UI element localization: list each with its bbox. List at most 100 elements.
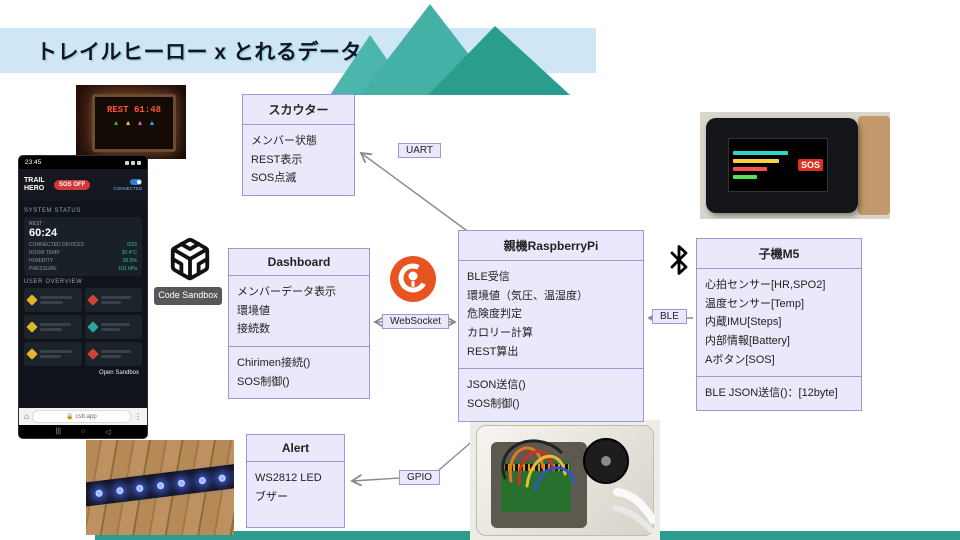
user-overview-heading: USER OVERVIEW	[24, 279, 83, 285]
scouter-box: スカウター メンバー状態 REST表示 SOS点滅	[242, 94, 355, 197]
home-icon[interactable]: ⌂	[24, 411, 29, 421]
m5-attr: 温度センサー[Temp]	[705, 297, 805, 310]
raspberrypi-box: 親機RaspberryPi BLE受信 環境値（気圧、温湿度） 危険度判定 カロ…	[458, 230, 644, 422]
enclosure-box	[476, 425, 655, 536]
phone-app-header: TRAIL HERO SOS OFF CONNECTED	[19, 169, 147, 201]
phone-status-icons	[125, 160, 141, 165]
m5-strap	[858, 116, 890, 215]
lock-icon: 🔒	[66, 414, 74, 420]
scouter-screen: REST 61:48 ▲ ▲ ▲ ▲	[92, 94, 176, 152]
m5-screen: SOS	[728, 138, 828, 192]
stat-row: CONNECTED DEVICES 0/15	[29, 242, 137, 248]
nav-tabs-icon[interactable]: |||	[55, 428, 61, 435]
page-title: トレイルヒーロー x とれるデータ	[36, 40, 362, 64]
cooling-fan	[583, 438, 629, 484]
chirimen-logo-icon	[390, 256, 436, 302]
nav-home-icon[interactable]: ○	[80, 428, 86, 435]
indicator-triangle: ▲	[136, 120, 144, 127]
dashboard-method: SOS制御()	[237, 375, 290, 388]
dashboard-attr: 環境値	[237, 304, 270, 317]
stat-label: CONNECTED DEVICES	[29, 242, 85, 248]
scouter-box-title: スカウター	[243, 95, 354, 125]
open-sandbox-link[interactable]: Open Sandbox	[98, 370, 139, 376]
stat-row: ROOM TEMP 30.4°C	[29, 250, 137, 256]
websocket-label: WebSocket	[382, 314, 449, 329]
member-card[interactable]	[84, 315, 142, 339]
phone-nav-bar[interactable]: ||| ○ ◁	[19, 425, 147, 438]
address-pill[interactable]: 🔒 csb.app	[31, 410, 131, 423]
led-strip-photo	[86, 440, 234, 535]
scouter-rest-readout: REST 61:48	[106, 105, 161, 115]
ble-label: BLE	[652, 309, 687, 324]
mountain-illustration	[330, 4, 570, 95]
ws2812-strip	[86, 460, 234, 508]
m5-box: 子機M5 心拍センサー[HR,SPO2] 温度センサー[Temp] 内蔵IMU[…	[696, 238, 862, 412]
m5-method: BLE JSON送信()：[12byte]	[705, 387, 838, 400]
m5-sensor-readout-lines	[733, 143, 794, 187]
m5-attr: 内蔵IMU[Steps]	[705, 316, 782, 329]
alert-box: Alert WS2812 LED ブザー	[246, 434, 345, 528]
raspberrypi-attr: カロリー計算	[467, 327, 533, 340]
sos-off-badge[interactable]: SOS OFF	[54, 180, 91, 190]
led-dot	[136, 483, 145, 492]
m5-attr: 心拍センサー[HR,SPO2]	[705, 279, 826, 291]
stat-label: ROOM TEMP	[29, 250, 60, 256]
member-diamond-icon	[86, 348, 99, 360]
bluetooth-icon	[670, 245, 688, 275]
scouter-member-indicators: ▲ ▲ ▲ ▲	[95, 120, 173, 127]
raspberrypi-attr: REST算出	[467, 345, 519, 358]
phone-body: SYSTEM STATUS REST 60:24 CONNECTED DEVIC…	[19, 201, 147, 408]
led-dot	[115, 486, 124, 495]
member-card-grid	[24, 288, 142, 366]
stat-label: PRESSURE	[29, 266, 57, 272]
member-card[interactable]	[24, 315, 82, 339]
browser-bar[interactable]: ⌂ 🔒 csb.app ⋮	[19, 408, 147, 425]
dashboard-box-title: Dashboard	[229, 249, 369, 276]
gpio-label: GPIO	[399, 470, 441, 485]
scouter-attr: REST表示	[251, 153, 303, 166]
raspberrypi-attr: 環境値（気圧、温湿度）	[467, 289, 588, 302]
led-dot	[177, 478, 186, 487]
page-url: csb.app	[75, 413, 97, 420]
indicator-triangle: ▲	[124, 120, 132, 127]
scouter-display-photo: REST 61:48 ▲ ▲ ▲ ▲	[76, 85, 186, 159]
menu-icon[interactable]: ⋮	[134, 411, 142, 421]
member-card[interactable]	[24, 342, 82, 366]
member-diamond-icon	[86, 294, 99, 306]
alert-attr: ブザー	[255, 490, 288, 503]
raspberrypi-method: JSON送信()	[467, 379, 526, 392]
led-dot	[95, 488, 103, 497]
raspberrypi-attr: BLE受信	[467, 271, 510, 283]
stat-value: 55.5%	[122, 258, 137, 264]
raspberrypi-attr: 危険度判定	[467, 308, 522, 321]
codesandbox-label: Code Sandbox	[154, 287, 222, 305]
dashboard-attr: メンバーデータ表示	[237, 286, 336, 298]
led-dot	[218, 473, 227, 482]
rest-label: REST	[29, 221, 43, 227]
raspberrypi-method: SOS制御()	[467, 398, 520, 411]
member-diamond-icon	[26, 348, 38, 360]
stat-row: PRESSURE 101 hPa	[29, 266, 137, 272]
connected-toggle[interactable]	[130, 179, 142, 185]
system-status-card: REST 60:24 CONNECTED DEVICES 0/15 ROOM T…	[24, 217, 142, 276]
m5-box-title: 子機M5	[697, 239, 861, 269]
connected-label: CONNECTED	[113, 186, 142, 191]
codesandbox-icon	[170, 237, 210, 281]
uart-arrow	[361, 153, 471, 234]
connected-indicator[interactable]: CONNECTED	[113, 179, 142, 191]
stat-value: 0/15	[127, 242, 137, 248]
phone-dashboard-screenshot: 23:45 TRAIL HERO SOS OFF CONNECTED SYSTE…	[18, 155, 148, 439]
indicator-triangle: ▲	[112, 120, 120, 127]
member-card[interactable]	[84, 288, 142, 312]
member-card[interactable]	[24, 288, 82, 312]
dashboard-method: Chirimen接続()	[237, 357, 311, 370]
app-title: TRAIL HERO	[24, 176, 45, 192]
m5-sos-label: SOS	[797, 159, 823, 171]
member-card[interactable]	[84, 342, 142, 366]
nav-back-icon[interactable]: ◁	[105, 428, 111, 436]
alert-attr: WS2812 LED	[255, 472, 322, 484]
indicator-triangle: ▲	[148, 120, 156, 127]
raspberrypi-box-title: 親機RaspberryPi	[459, 231, 643, 261]
stat-value: 101 hPa	[118, 266, 137, 272]
